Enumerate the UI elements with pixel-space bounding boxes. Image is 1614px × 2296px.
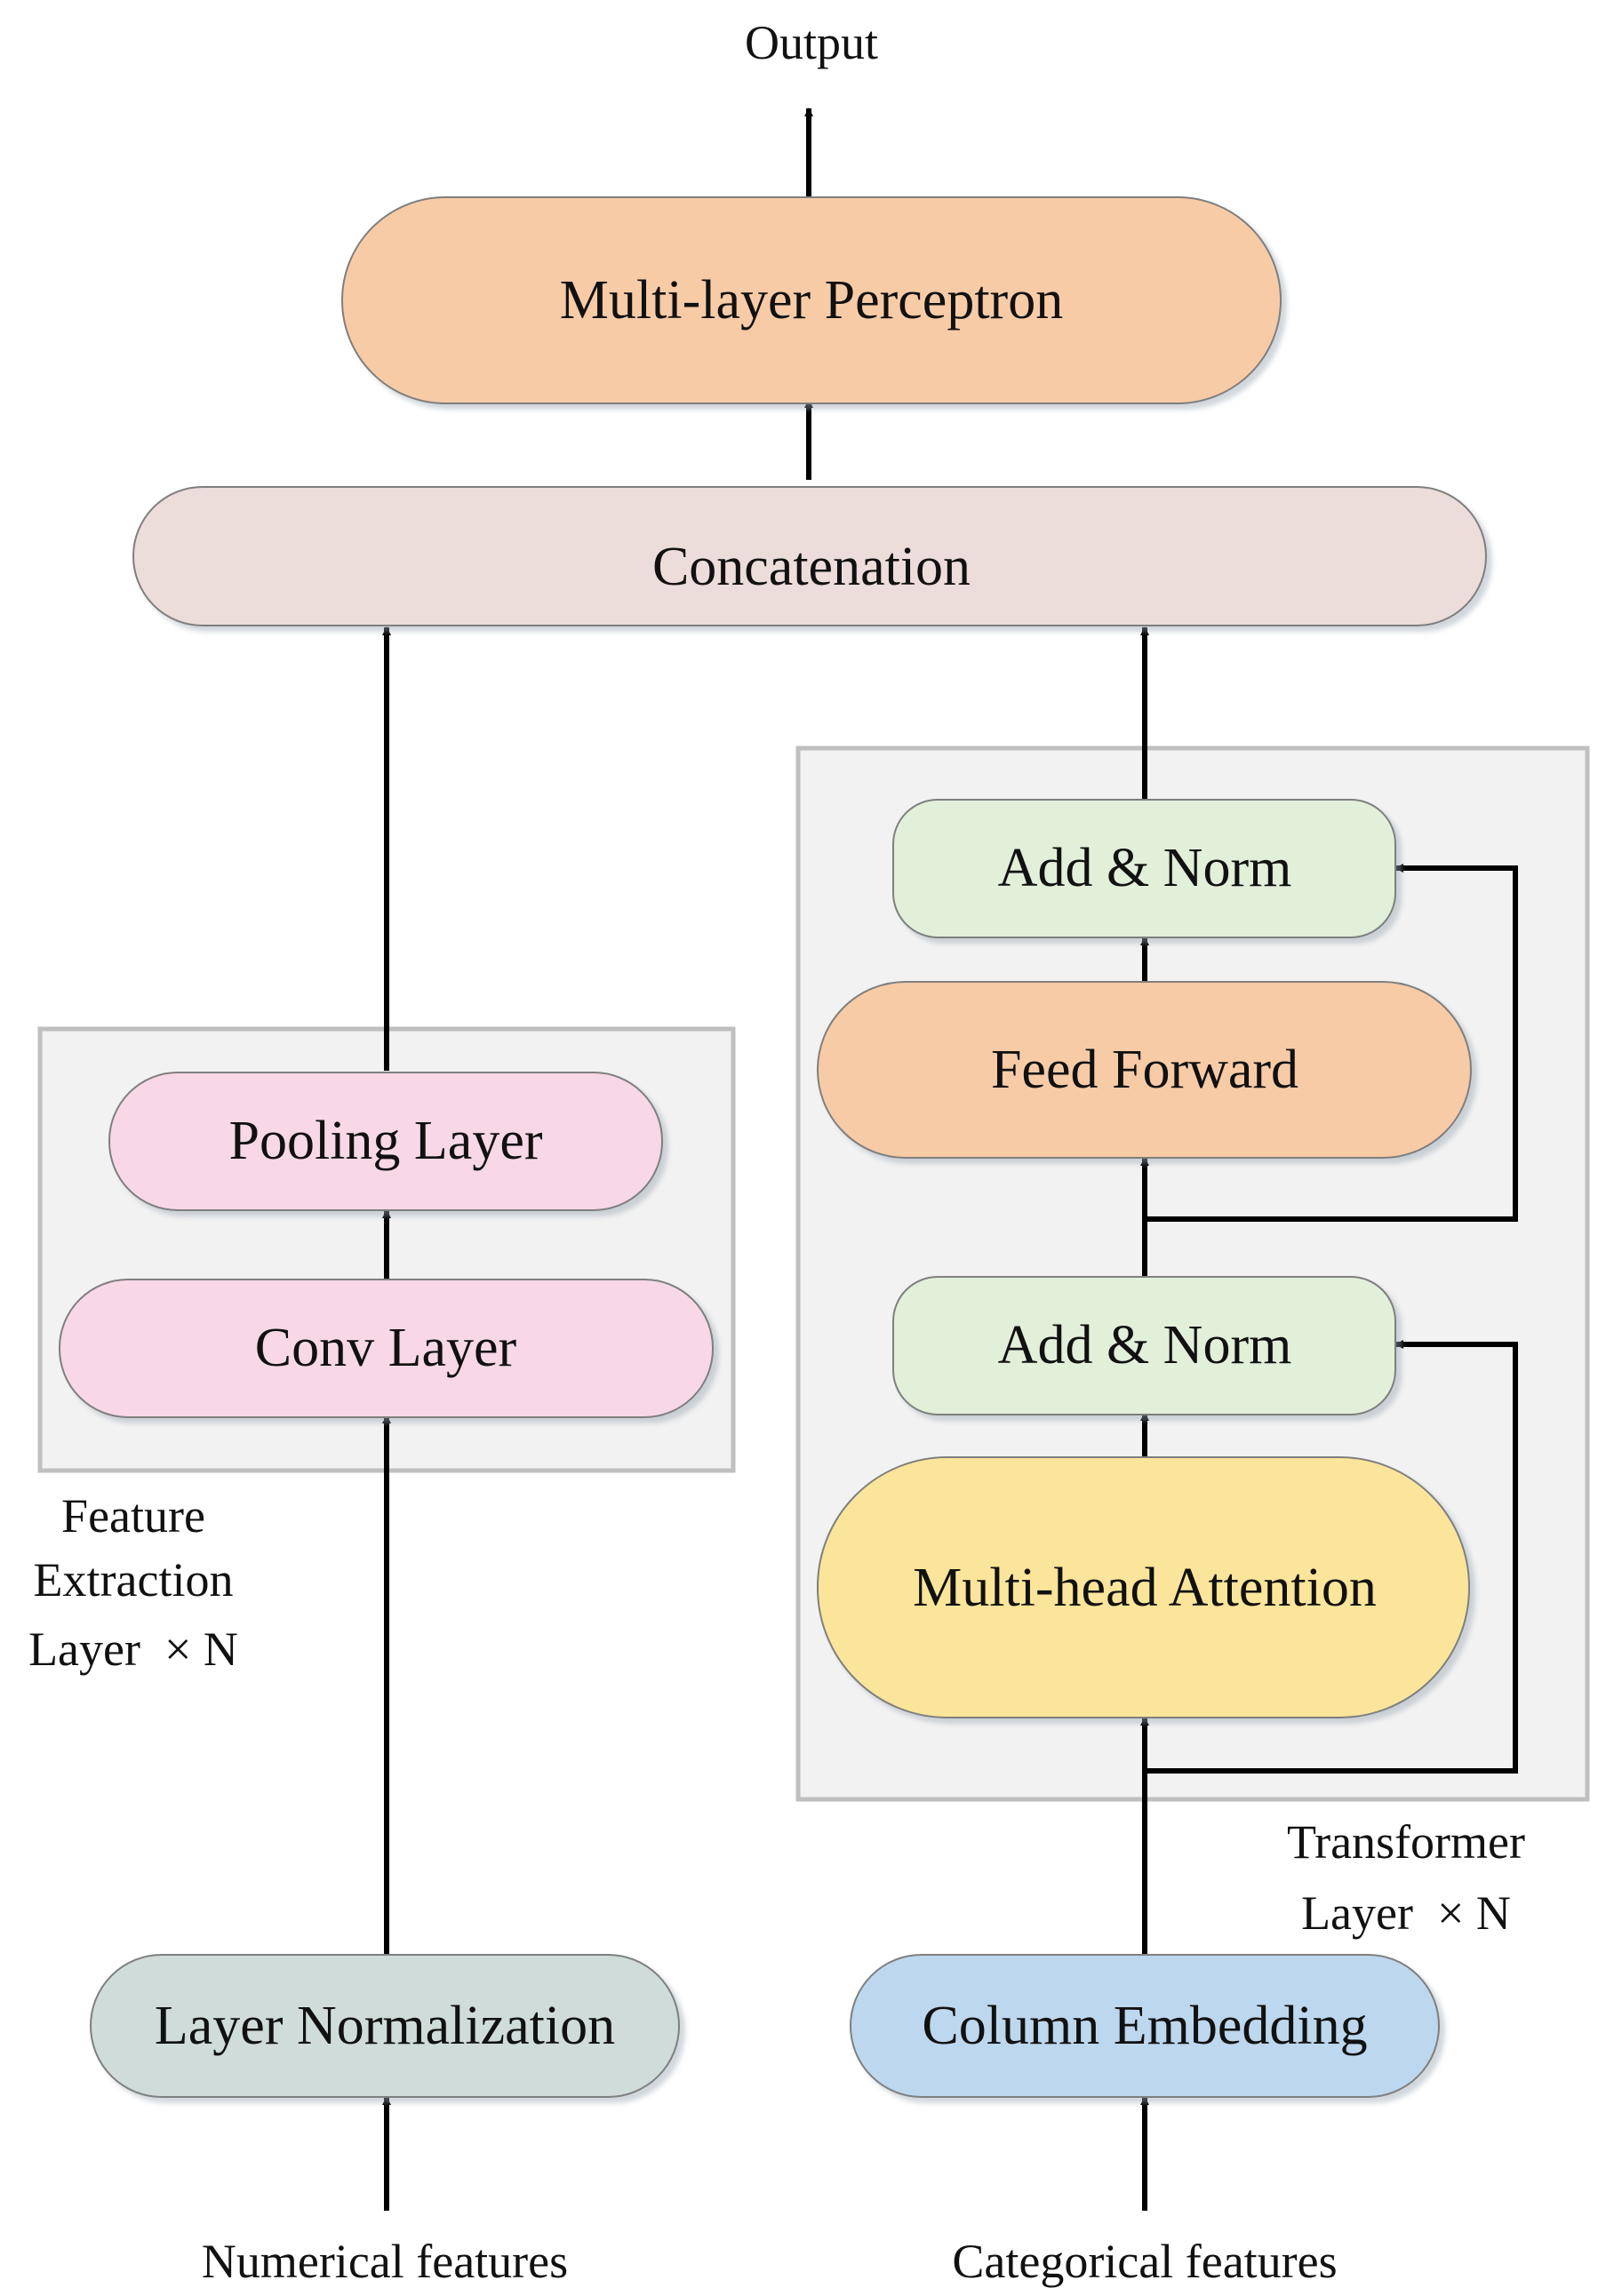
feature-extraction-label-line-3: Layer × N xyxy=(28,1622,238,1676)
feature-extraction-label-line-2: Extraction xyxy=(34,1553,234,1606)
output-label: Output xyxy=(745,16,878,69)
numerical-features-label: Numerical features xyxy=(202,2235,568,2288)
layer-normalization-node: Layer Normalization xyxy=(90,1954,680,2098)
add-norm-2-label: Add & Norm xyxy=(998,838,1292,898)
feature-extraction-label-line-1: Feature xyxy=(61,1489,205,1543)
conv-layer-label: Conv Layer xyxy=(255,1318,517,1378)
multi-head-attention-node: Multi-head Attention xyxy=(817,1456,1470,1718)
add-norm-1-node: Add & Norm xyxy=(892,1276,1396,1415)
add-norm-1-label: Add & Norm xyxy=(998,1315,1292,1375)
add-norm-2-node: Add & Norm xyxy=(892,799,1396,938)
column-embedding-label: Column Embedding xyxy=(922,1996,1367,2056)
column-embedding-node: Column Embedding xyxy=(850,1954,1440,2098)
feed-forward-node: Feed Forward xyxy=(817,981,1472,1159)
pooling-layer-label: Pooling Layer xyxy=(229,1111,543,1171)
transformer-label-line-2: Layer × N xyxy=(1301,1886,1511,1940)
connectors xyxy=(382,108,1518,2211)
feed-forward-label: Feed Forward xyxy=(991,1040,1298,1100)
categorical-features-label: Categorical features xyxy=(952,2235,1337,2288)
feature-extraction-group-label: Feature Extraction Layer × N xyxy=(28,1489,238,1676)
mlp-node: Multi-layer Perceptron xyxy=(341,196,1282,404)
transformer-label-line-1: Transformer xyxy=(1287,1815,1525,1869)
concatenation-node: Concatenation xyxy=(132,486,1487,626)
pooling-layer-node: Pooling Layer xyxy=(108,1072,663,1211)
transformer-group-label: Transformer Layer × N xyxy=(1287,1815,1525,1940)
mlp-label: Multi-layer Perceptron xyxy=(560,270,1063,331)
residual-connection-2 xyxy=(1145,864,1518,1222)
concatenation-label: Concatenation xyxy=(652,537,971,597)
residual-connection-1 xyxy=(1145,1340,1518,1774)
conv-layer-node: Conv Layer xyxy=(59,1279,714,1418)
multi-head-attention-label: Multi-head Attention xyxy=(913,1558,1377,1618)
layer-normalization-label: Layer Normalization xyxy=(155,1996,615,2056)
